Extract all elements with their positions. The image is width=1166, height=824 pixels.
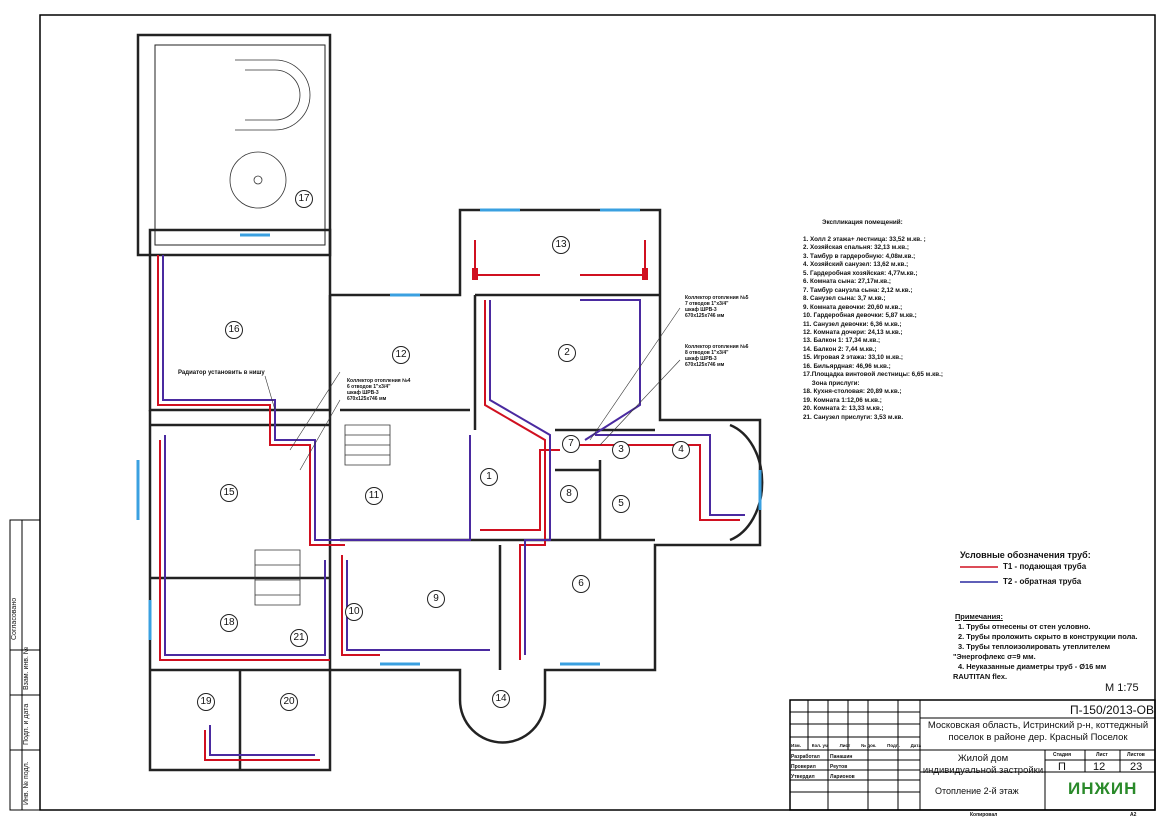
sheet-value: 12: [1093, 761, 1106, 773]
list-item: 7. Тамбур санузла сына: 2,12 м.кв.;: [803, 286, 913, 294]
stairs: [229, 59, 391, 606]
room-number: 4: [672, 441, 690, 459]
list-item: 10. Гардеробная девочки: 5,87 м.кв.;: [803, 312, 917, 320]
notes-title: Примечания:: [955, 612, 1003, 621]
list-item: 11. Санузел девочки: 6,36 м.кв.;: [803, 320, 902, 328]
list-item: 14. Балкон 2: 7,44 м.кв.;: [803, 345, 877, 353]
object-name: Жилой дом индивидуальной застройки: [922, 753, 1044, 776]
room-number: 6: [572, 575, 590, 593]
drawing-code: П-150/2013-ОВ: [1070, 703, 1155, 717]
list-item: 12. Комната дочери: 24,13 м.кв.;: [803, 328, 903, 336]
list-item: 4. Хозяйский санузел: 13,62 м.кв.;: [803, 261, 909, 269]
list-item: 9. Комната девочки: 20,60 м.кв.;: [803, 303, 903, 311]
title-block-grid: [789, 699, 1156, 811]
company-logo: ИНЖИН: [1068, 779, 1138, 798]
list-item: 13. Балкон 1: 17,34 м.кв.;: [803, 337, 881, 345]
sheets-label: Листов: [1127, 752, 1145, 758]
side-stamp-sign-date: Подп. и дата: [23, 703, 30, 745]
list-item: Зона прислуги:: [803, 379, 860, 387]
windows: [136, 208, 762, 666]
list-item: 16. Бильярдная: 46,96 м.кв.;: [803, 362, 891, 370]
room-number: 15: [220, 484, 238, 502]
rooms-list: 1. Холл 2 этажа+ лестница: 33,52 м.кв. ;…: [803, 236, 943, 422]
room-number: 13: [552, 236, 570, 254]
rooms-header: Экспликация помещений:: [822, 219, 903, 226]
room-number: 9: [427, 590, 445, 608]
room-number: 19: [197, 693, 215, 711]
list-item: 17.Площадка винтовой лестницы: 6,65 м.кв…: [803, 371, 943, 379]
list-item: 6. Комната сына: 27,17м.кв.;: [803, 278, 891, 286]
niche-note: Радиатор установить в нишу: [178, 370, 265, 376]
room-number: 17: [295, 190, 313, 208]
notes-list: 1. Трубы отнесены от стен условно.2. Тру…: [953, 622, 1138, 681]
list-item: 1. Холл 2 этажа+ лестница: 33,52 м.кв. ;: [803, 236, 926, 243]
supply-pipes: [157, 240, 740, 761]
room-number: 21: [290, 629, 308, 647]
list-item: 5. Гардеробная хозяйская: 4,77м.кв.;: [803, 269, 918, 277]
list-item: 2. Хозяйская спальня: 32,13 м.кв.;: [803, 244, 909, 252]
room-number: 14: [492, 690, 510, 708]
list-item: 3. Тамбур в гардеробную: 4,08м.кв.;: [803, 252, 916, 260]
legend-title: Условные обозначения труб:: [960, 550, 1091, 560]
room-number: 10: [345, 603, 363, 621]
stage-value: П: [1058, 761, 1066, 773]
room-number: 5: [612, 495, 630, 513]
sheets-value: 23: [1130, 761, 1143, 773]
side-stamp-agreed: Согласовано: [11, 597, 18, 640]
side-stamp-inv: Инв. № подл.: [23, 761, 30, 805]
room-number: 8: [560, 485, 578, 503]
return-pipes: [162, 255, 745, 756]
side-stamp-replace: Взам. инв. №: [23, 646, 30, 690]
list-item: 21. Санузел прислуги: 3,53 м.кв.: [803, 413, 904, 421]
side-stamp-frame: [9, 519, 41, 811]
room-number: 7: [562, 435, 580, 453]
room-number: 16: [225, 321, 243, 339]
scale-label: М 1:75: [1105, 682, 1139, 694]
list-item: 19. Комната 1:12,06 м.кв.;: [803, 396, 882, 404]
room-number: 2: [558, 344, 576, 362]
project-address: Московская область, Истринский р-н, котт…: [927, 720, 1149, 743]
leader-lines: [264, 307, 681, 471]
list-item: 20. Комната 2: 13,33 м.кв.;: [803, 405, 884, 413]
copied-label: Копировал: [970, 812, 998, 818]
list-item: 18. Кухня-столовая: 20,89 м.кв.;: [803, 388, 902, 396]
room-number: 1: [480, 468, 498, 486]
room-number: 20: [280, 693, 298, 711]
sheet-title: Отопление 2-й этаж: [935, 786, 1019, 796]
radiators: [472, 268, 648, 280]
room-number: 3: [612, 441, 630, 459]
list-item: 8. Санузел сына: 3,7 м.кв.;: [803, 295, 886, 303]
room-number: 11: [365, 487, 383, 505]
format-label: А2: [1130, 812, 1137, 818]
legend-t1: T1 - подающая труба: [1003, 562, 1087, 571]
stage-label: Стадия: [1053, 752, 1072, 758]
legend-t2: T2 - обратная труба: [1003, 577, 1082, 586]
room-number: 18: [220, 614, 238, 632]
sheet-frame: [39, 14, 1156, 811]
room-number: 12: [392, 346, 410, 364]
list-item: 15. Игровая 2 этажа: 33,10 м.кв.;: [803, 354, 903, 362]
sheet-label: Лист: [1096, 752, 1108, 758]
